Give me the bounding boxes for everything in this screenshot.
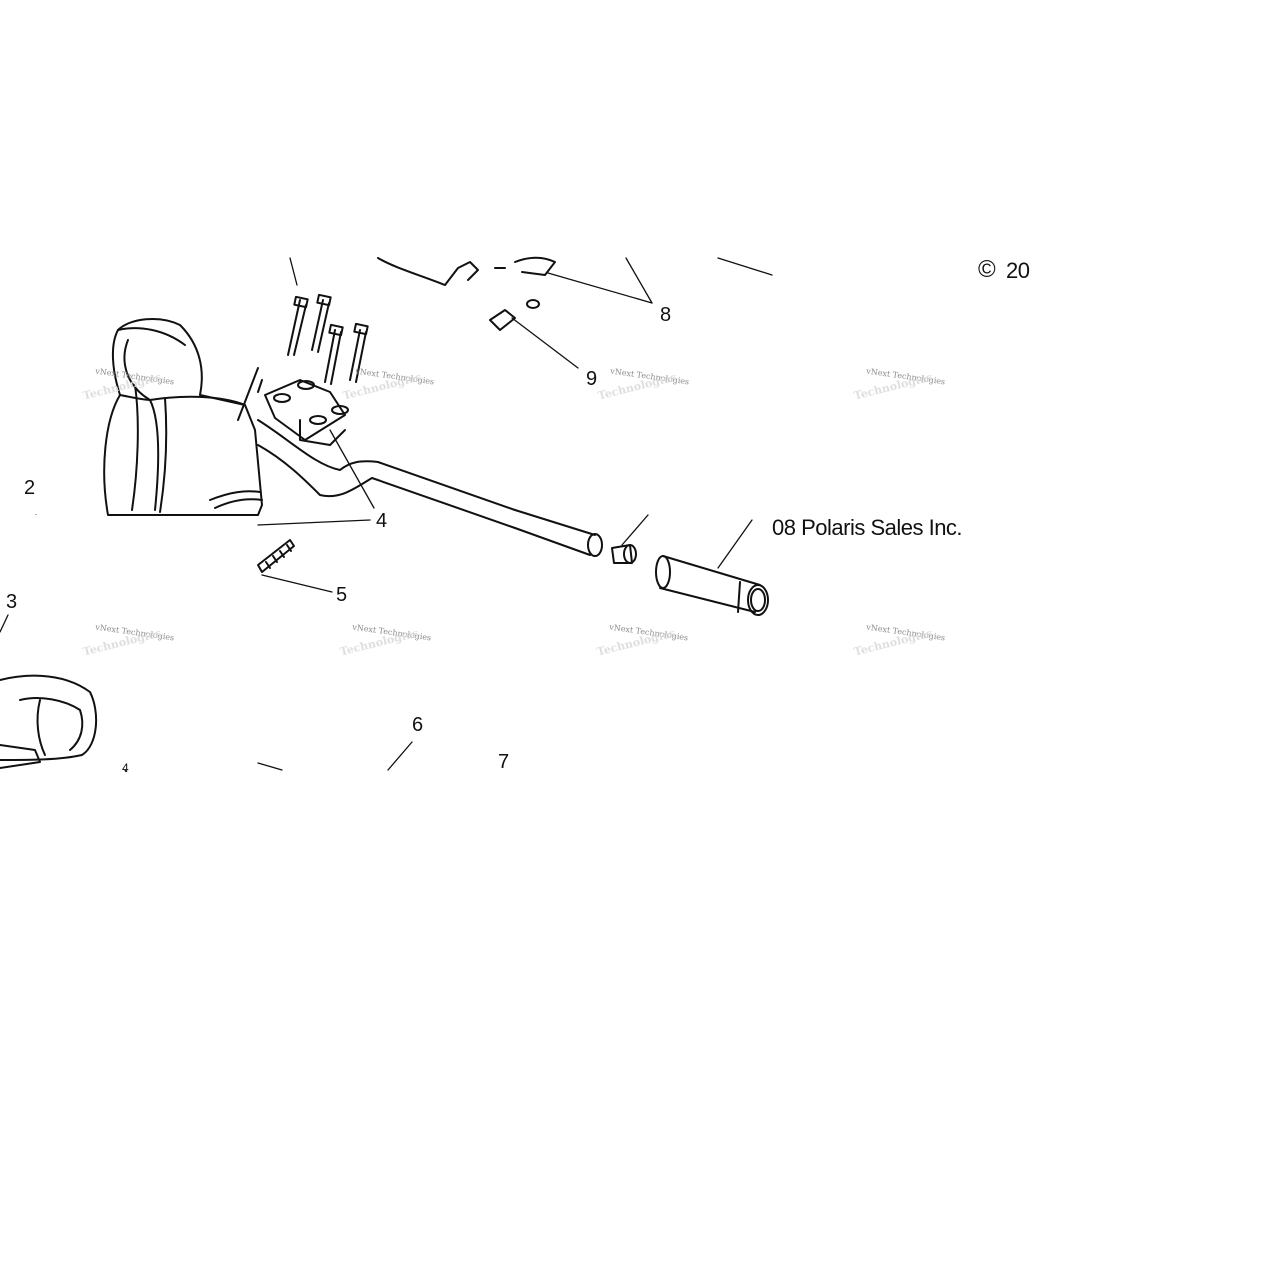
callout-6: 6: [412, 714, 424, 736]
leader-lines: [0, 257, 773, 776]
copyright-company: 08 Polaris Sales Inc.: [772, 515, 963, 540]
callout-7: 7: [498, 751, 510, 773]
grip-end: [0, 674, 98, 769]
screw-part-5: [257, 539, 295, 573]
grip-tube-left: [514, 509, 603, 557]
handlebar-clamp: [264, 379, 349, 446]
callout-3: 3: [6, 591, 18, 613]
lever-bracket: [377, 256, 556, 331]
callout-2: 2: [24, 477, 36, 499]
callout-8: 8: [660, 304, 672, 326]
handlebar: [237, 367, 516, 529]
hand-guard: [103, 318, 263, 516]
callout-4: 4: [376, 510, 388, 532]
copyright-symbol: ©: [978, 256, 996, 283]
end-cap: [611, 544, 637, 564]
callout-9: 9: [586, 368, 598, 390]
copyright-year-prefix: 20: [1006, 258, 1030, 283]
grip-tube-right: [655, 555, 769, 616]
clamp-bolts: [287, 293, 369, 385]
callout-5: 5: [336, 584, 348, 606]
callout-4-partial: 4: [122, 762, 129, 772]
